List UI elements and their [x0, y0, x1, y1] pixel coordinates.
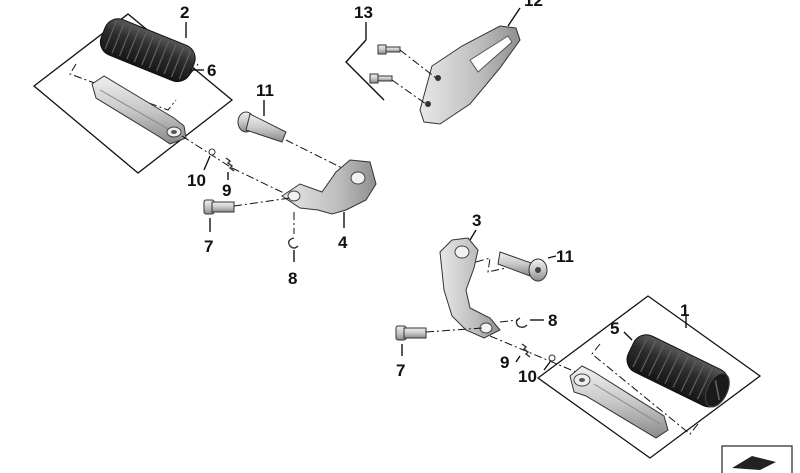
leader-9b — [515, 355, 521, 363]
axis-clip-8-right — [499, 319, 519, 323]
bracket-3-hole-top — [454, 245, 470, 259]
axis-pin-7-left — [233, 197, 291, 207]
callout-11-left: 11 — [256, 81, 274, 100]
callout-6: 6 — [207, 61, 216, 80]
bracket-4-hole-top — [350, 171, 366, 185]
axis-bolt-11-left — [285, 139, 351, 173]
clip-8-left-shape — [287, 237, 299, 249]
callout-3: 3 — [472, 211, 481, 230]
spring-9-left — [225, 157, 235, 172]
leader-5 — [623, 331, 633, 341]
rubber-ribs — [104, 21, 192, 80]
bolt-11-right-socket — [535, 267, 541, 273]
spring-9-right — [521, 343, 531, 358]
footpeg-right-hole-inner — [579, 378, 585, 382]
callout-11-right: 11 — [556, 247, 574, 266]
callout-10-left: 10 — [187, 171, 206, 190]
screw-13-b-head — [369, 73, 379, 84]
holder-12-hole-2 — [425, 101, 431, 107]
ball-10-right — [548, 354, 556, 362]
leader-3 — [469, 229, 477, 241]
pin-7-left-shank — [211, 201, 235, 213]
screw-13-a-shank — [385, 46, 401, 53]
callout-4: 4 — [338, 233, 348, 252]
orientation-arrow-icon — [721, 445, 793, 473]
screw-13-b-shank — [377, 75, 393, 82]
bracket-4-hole-bottom — [287, 190, 301, 202]
bracket-4-body — [281, 159, 377, 215]
callout-5: 5 — [610, 319, 619, 338]
rubber-pad-5-slot — [714, 380, 720, 401]
pin-7-right-shank — [403, 327, 427, 339]
bracket-13 — [345, 39, 367, 83]
assembly-box-1 — [536, 295, 762, 459]
screw-13-a-head — [377, 44, 387, 55]
dashed-subgroup-6b — [189, 63, 199, 75]
bolt-11-left-shank — [245, 113, 287, 143]
bolt-11-right: 11 — [497, 247, 574, 282]
footpeg-left — [91, 75, 187, 145]
footpeg-right — [569, 365, 669, 439]
callout-8-left: 8 — [288, 269, 297, 288]
footpeg-right-edge — [593, 383, 661, 425]
footpeg-left-edge — [99, 89, 171, 131]
axis-left-peg — [181, 135, 233, 169]
footpeg-left-hole-inner — [171, 130, 177, 134]
footrest-assembly-right: 1 5 — [536, 295, 762, 459]
axis-screw-13-b — [391, 79, 427, 105]
callout-8-right: 8 — [548, 311, 557, 330]
assembly-box-2 — [32, 13, 234, 174]
ball-10-left — [208, 148, 216, 156]
dashed-subgroup-5 — [591, 343, 699, 435]
axis-pin-7-right — [425, 327, 483, 333]
pin-7-left: 7 — [203, 197, 291, 256]
detent-right: 9 10 — [489, 335, 577, 386]
leader-10a — [203, 155, 211, 171]
holder-12-cutout — [469, 35, 513, 73]
leader-13b — [365, 81, 385, 101]
rubber-pad-5 — [626, 334, 730, 408]
bracket-4: 4 — [281, 159, 377, 252]
orientation-icon-arrow — [732, 456, 776, 470]
screws-13: 13 — [345, 3, 437, 105]
rubber-pad-5-ribs — [632, 337, 713, 400]
holder-12-hole-1 — [435, 75, 441, 81]
leader-10b — [543, 361, 551, 371]
bolt-11-left: 11 — [237, 81, 351, 173]
axis-screw-13-a — [399, 49, 437, 79]
detent-left: 10 9 — [187, 148, 291, 200]
bracket-3-body — [439, 237, 501, 339]
clip-8-right: 8 — [499, 311, 557, 330]
callout-12: 12 — [524, 0, 543, 10]
leader-12 — [507, 7, 521, 27]
footrest-assembly-left: 2 6 — [32, 3, 234, 174]
holder-12: 12 — [419, 0, 543, 125]
leader-11b — [547, 255, 557, 259]
clip-8-left: 8 — [287, 212, 299, 288]
callout-10-right: 10 — [518, 367, 537, 386]
dashed-subgroup-6 — [69, 63, 177, 111]
callout-9-left: 9 — [222, 181, 231, 200]
axis-bracket-3 — [475, 257, 507, 273]
callout-1: 1 — [680, 301, 689, 320]
rubber-pad-6 — [99, 18, 196, 83]
callout-9-right: 9 — [500, 353, 509, 372]
axis-left-detent — [231, 167, 291, 197]
callout-7-left: 7 — [204, 237, 213, 256]
callout-7-right: 7 — [396, 361, 405, 380]
pin-7-right: 7 — [395, 325, 483, 380]
callout-13: 13 — [354, 3, 373, 22]
clip-8-right-shape — [515, 317, 528, 328]
bolt-11-right-shank — [497, 251, 535, 277]
callout-2: 2 — [180, 3, 189, 22]
bracket-3: 3 — [439, 211, 507, 339]
